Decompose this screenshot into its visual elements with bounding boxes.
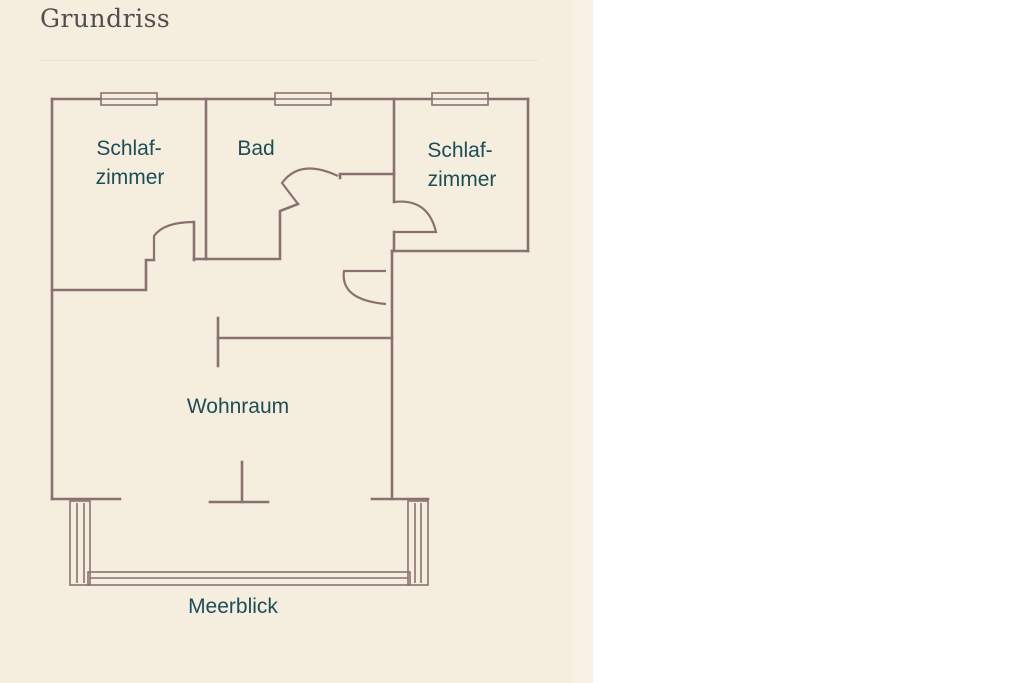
door-hallway	[342, 269, 387, 306]
label-sea-view: Meerblick	[188, 595, 278, 618]
label-living-room: Wohnraum	[187, 395, 289, 418]
balcony	[69, 500, 429, 586]
balcony-rail-right	[407, 500, 429, 586]
balcony-rail-left	[69, 500, 91, 586]
wall-bath-corridor-top	[338, 172, 396, 180]
door-bedroom-right	[393, 200, 438, 234]
label-bedroom-right-line1: Schlaf-	[427, 139, 492, 162]
label-bedroom-left-line2: zimmer	[96, 166, 165, 189]
title-divider	[40, 60, 538, 61]
panel-edge	[572, 0, 593, 683]
balcony-rail-bottom	[87, 571, 411, 586]
wall-bedroom-left-bottom	[50, 258, 156, 292]
label-bedroom-right-line2: zimmer	[428, 168, 497, 191]
label-bedroom-left-line1: Schlaf-	[96, 137, 161, 160]
door-bathroom	[280, 167, 339, 205]
floorplan-panel	[0, 0, 593, 683]
room-labels: Schlaf- zimmer Bad Schlaf- zimmer Wohnra…	[96, 137, 497, 618]
walls	[50, 97, 530, 504]
page-title: Grundriss	[40, 4, 171, 33]
label-bathroom: Bad	[237, 137, 274, 160]
doors	[152, 167, 438, 306]
door-bedroom-left	[152, 220, 195, 260]
wall-bath-bottom	[204, 202, 300, 261]
windows	[100, 92, 489, 106]
